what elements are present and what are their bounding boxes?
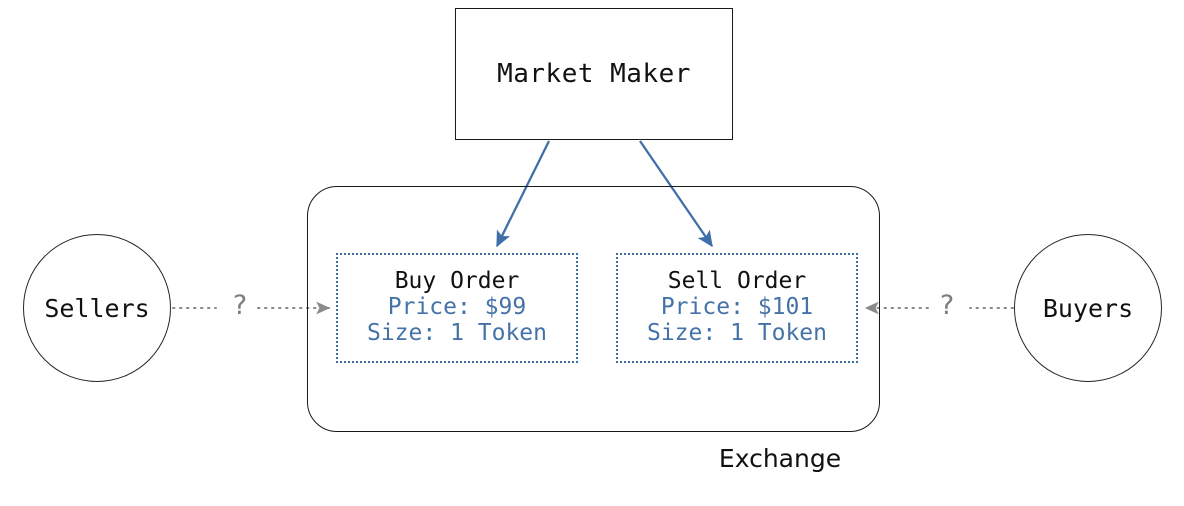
sell-order-price: Price: $101: [660, 294, 814, 321]
buy-order-node[interactable]: Buy Order Price: $99 Size: 1 Token: [336, 253, 578, 363]
buy-order-price: Price: $99: [387, 294, 527, 321]
sellers-label: Sellers: [44, 293, 150, 323]
sellers-flow-question-label: ?: [232, 290, 248, 321]
buyers-flow-question-label: ?: [939, 290, 955, 321]
buyers-node[interactable]: Buyers: [1014, 234, 1162, 382]
sellers-node[interactable]: Sellers: [23, 234, 171, 382]
exchange-label: Exchange: [718, 444, 842, 473]
buy-order-title: Buy Order: [394, 268, 520, 295]
buyers-label: Buyers: [1042, 293, 1134, 323]
sell-order-size: Size: 1 Token: [646, 319, 827, 346]
buy-order-size: Size: 1 Token: [366, 319, 547, 346]
market-maker-node[interactable]: Market Maker: [455, 8, 733, 140]
sell-order-title: Sell Order: [667, 268, 807, 295]
sell-order-node[interactable]: Sell Order Price: $101 Size: 1 Token: [616, 253, 858, 363]
market-maker-label: Market Maker: [497, 59, 691, 89]
exchange-container[interactable]: [307, 186, 880, 432]
